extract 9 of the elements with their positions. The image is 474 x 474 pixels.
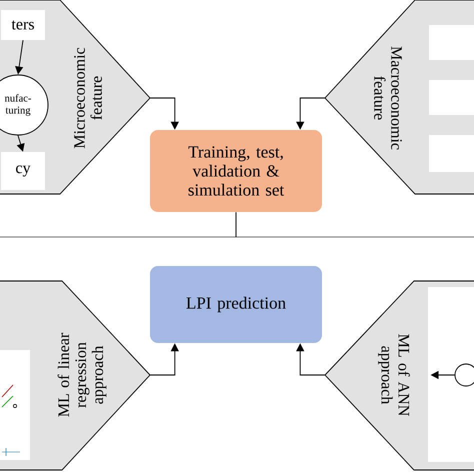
empty-box: [429, 25, 474, 60]
empty-box: [428, 287, 474, 462]
chart-drawing: [0, 350, 30, 460]
process-box: Training, test, validation & simulation set: [150, 130, 322, 212]
text-box: ters: [1, 10, 45, 40]
text-box: cy: [1, 152, 45, 190]
process-box: LPI prediction: [150, 266, 322, 343]
empty-box: [429, 135, 474, 172]
empty-box: [429, 80, 474, 115]
